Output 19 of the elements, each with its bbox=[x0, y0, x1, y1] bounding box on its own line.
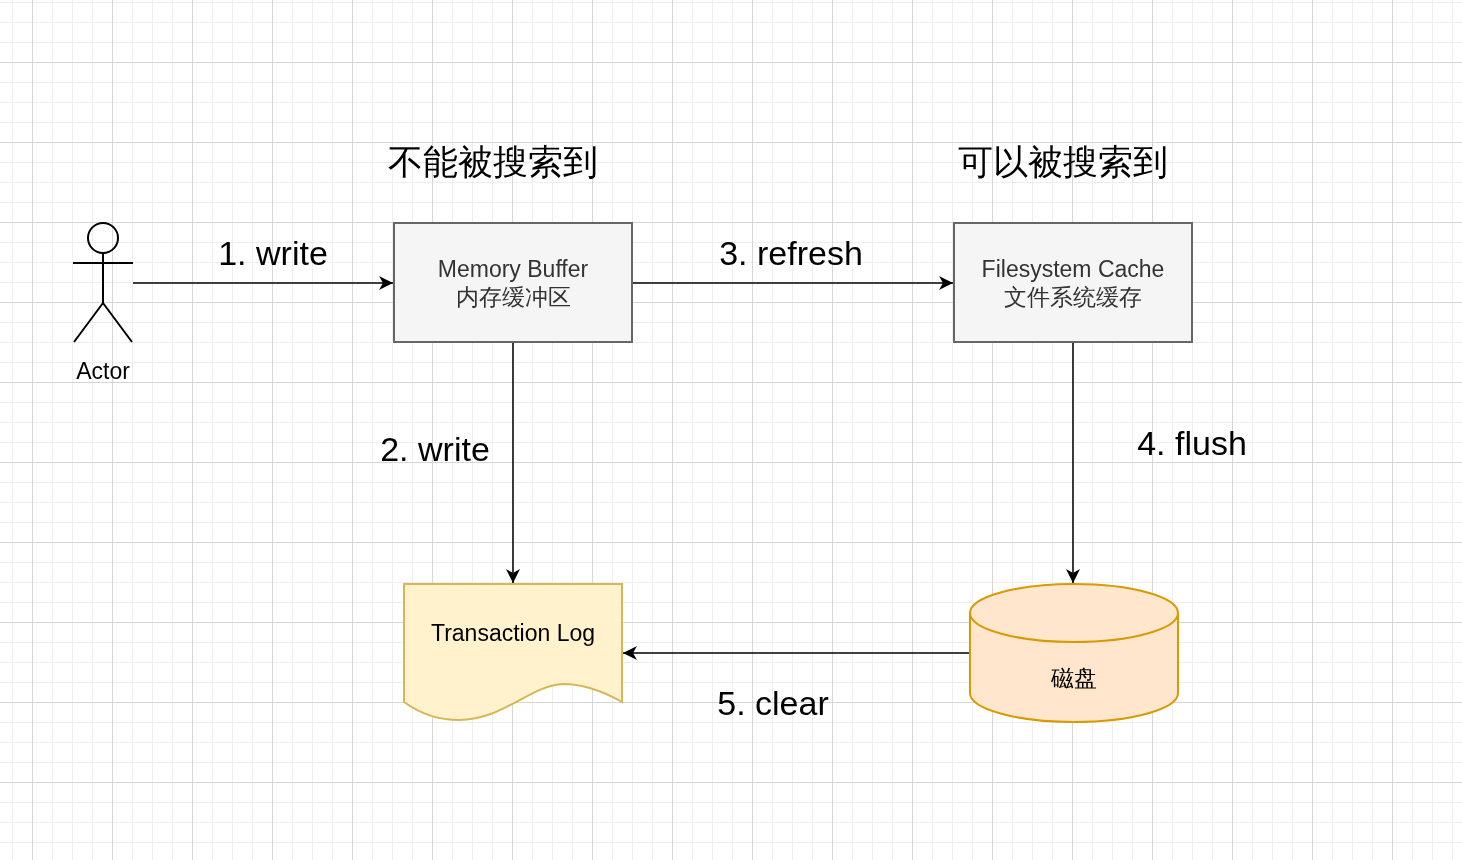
edge-label: 1. write bbox=[218, 233, 328, 273]
section-heading: 可以被搜索到 bbox=[957, 142, 1169, 182]
arrow bbox=[132, 276, 394, 290]
edge-label: 3. refresh bbox=[719, 233, 863, 273]
section-heading: 不能被搜索到 bbox=[387, 142, 599, 182]
document-shape bbox=[403, 583, 623, 723]
actor-label: Actor bbox=[75, 357, 131, 385]
edge-label: 4. flush bbox=[1137, 423, 1247, 463]
arrow bbox=[1066, 342, 1080, 584]
arrow bbox=[632, 276, 954, 290]
node-label: 磁盘 bbox=[1050, 664, 1098, 692]
node-label: Transaction Log bbox=[429, 619, 597, 647]
arrow bbox=[506, 342, 520, 584]
edge-label: 2. write bbox=[380, 429, 490, 469]
arrow bbox=[622, 646, 970, 660]
box-label: Memory Buffer 内存缓冲区 bbox=[436, 254, 590, 311]
edge-label: 5. clear bbox=[717, 683, 829, 723]
disk-cylinder bbox=[969, 583, 1179, 723]
box-label: Filesystem Cache 文件系统缓存 bbox=[980, 254, 1166, 311]
